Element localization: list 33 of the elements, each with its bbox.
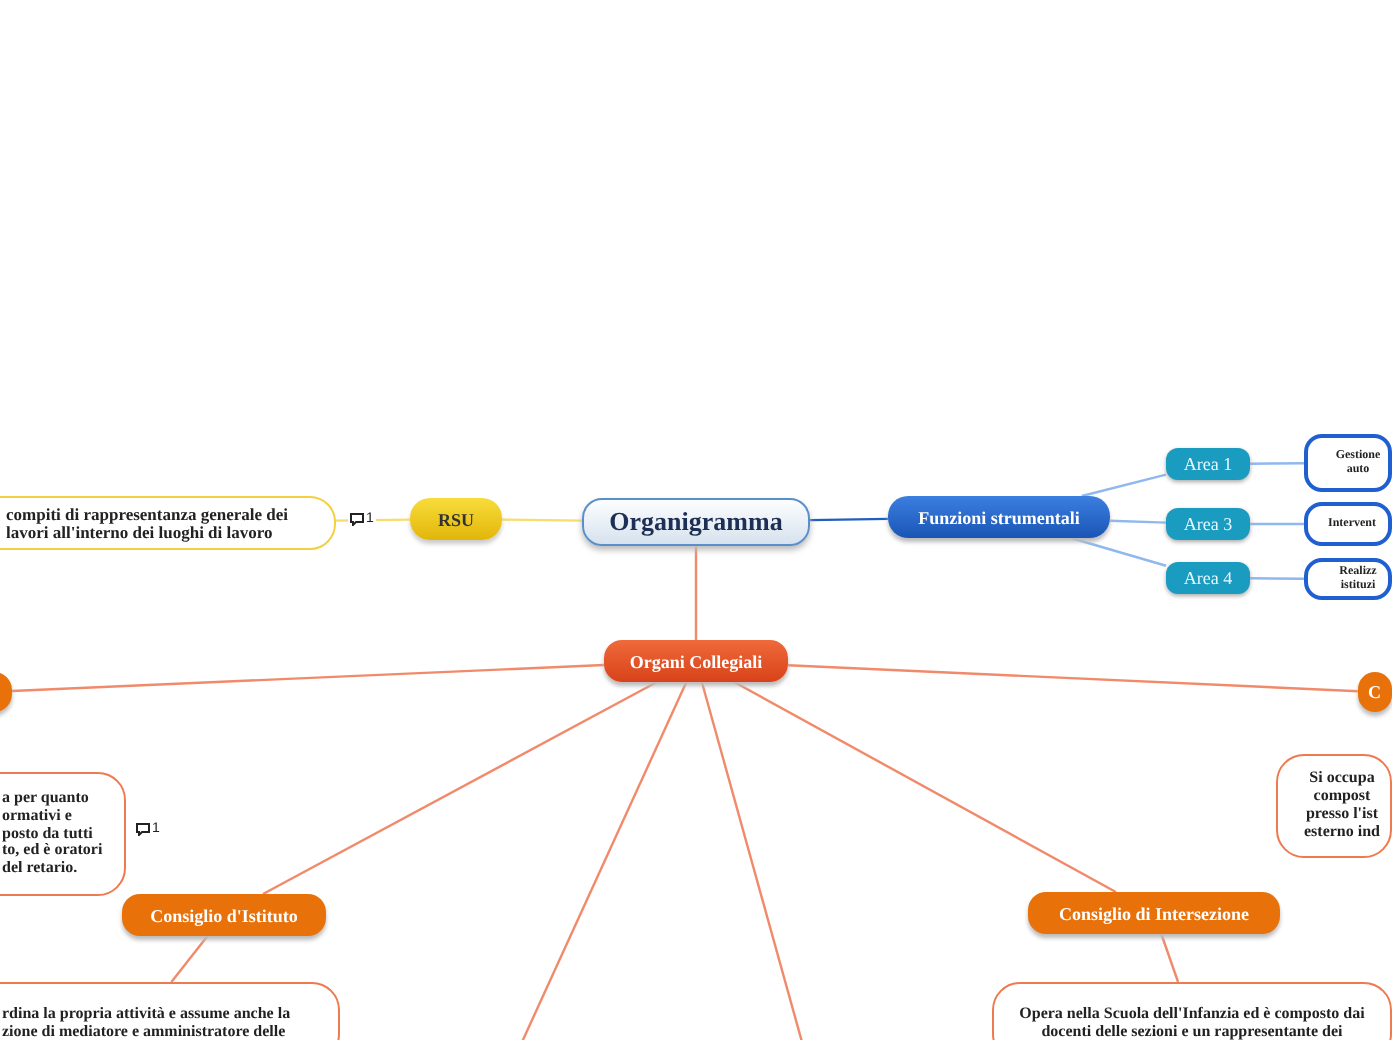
branch-box: Funzioni strumentali — [888, 496, 1110, 538]
branch-box: RSU — [410, 498, 502, 540]
topic-box: Consiglio d'Istituto — [122, 894, 326, 936]
connector-line — [1160, 933, 1180, 983]
connector-line — [1250, 462, 1304, 465]
connector-line — [1081, 473, 1167, 498]
topic-box: Consiglio di Intersezione — [1028, 892, 1280, 934]
connector-line — [170, 935, 209, 983]
connector-line — [520, 681, 688, 1040]
note-box: a per quanto ormativi e posto da tutti to, ed è oratori del retario. — [0, 772, 126, 896]
connector-line — [809, 517, 889, 522]
note-box: rdina la propria attività e assume anche la zione di mediatore e amministratore delle — [0, 982, 340, 1040]
topic-box: Area 1 — [1166, 448, 1250, 480]
topic-box: Organigramma — [582, 498, 810, 546]
connector-line — [1250, 577, 1304, 580]
connector-line — [1109, 519, 1167, 524]
connector-line — [733, 680, 1117, 894]
connector-line — [700, 681, 804, 1040]
topic-box: C — [1358, 672, 1392, 712]
connector-line — [11, 663, 605, 693]
branch-box: Organi Collegiali — [604, 640, 788, 682]
connector-line — [787, 664, 1359, 693]
connector-line — [1070, 536, 1167, 567]
topic-box: Area 4 — [1166, 562, 1250, 594]
connector-line — [336, 518, 410, 522]
note-box: Opera nella Scuola dell'Infanzia ed è composto dai docenti delle sezioni e un rappresentante dei — [992, 982, 1392, 1040]
connector-line — [262, 680, 658, 896]
note-box: compiti di rappresentanza generale dei lavori all'interno dei luoghi di lavoro — [0, 496, 336, 550]
note-box: Si occupa compost presso l'ist esterno ind — [1276, 754, 1392, 858]
topic-box: Area 3 — [1166, 508, 1250, 540]
connector-line — [694, 546, 698, 640]
connector-line — [1250, 522, 1304, 526]
connector-line — [502, 518, 582, 522]
